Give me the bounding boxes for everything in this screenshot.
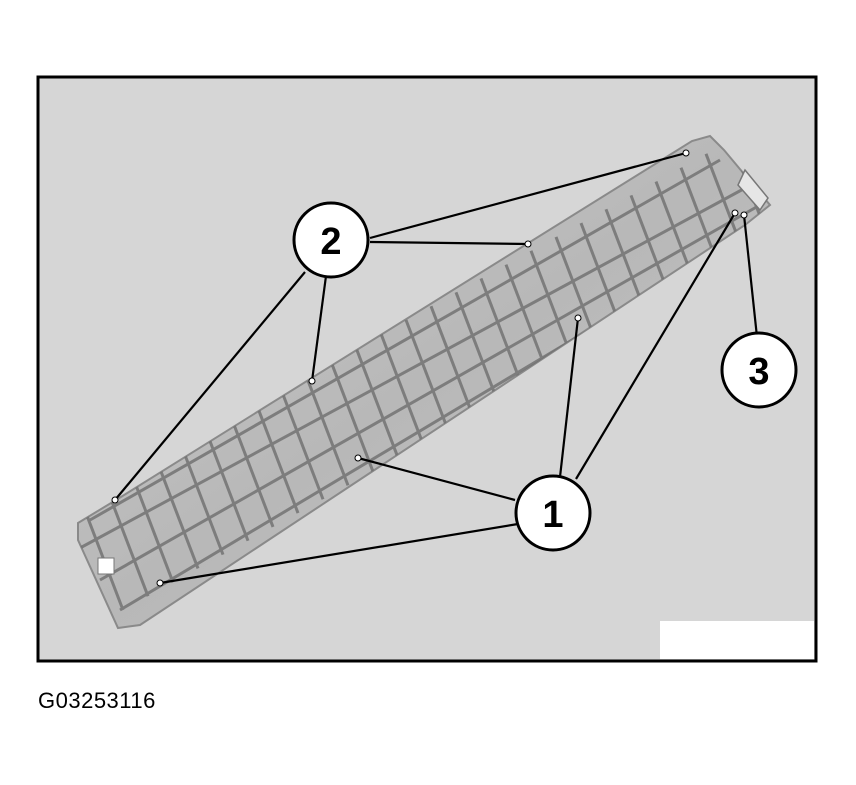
callout-2: 2 bbox=[292, 201, 370, 279]
callout-2-label: 2 bbox=[320, 221, 341, 263]
white-corner-patch bbox=[660, 621, 814, 659]
leader-lines bbox=[114, 151, 759, 585]
callout-1: 1 bbox=[514, 474, 592, 552]
callout-3-label: 3 bbox=[748, 351, 769, 393]
figure-id-caption: G03253116 bbox=[38, 688, 156, 713]
callout-3: 3 bbox=[720, 331, 798, 409]
callout-1-label: 1 bbox=[542, 494, 563, 536]
grid-panel-part bbox=[77, 134, 772, 630]
